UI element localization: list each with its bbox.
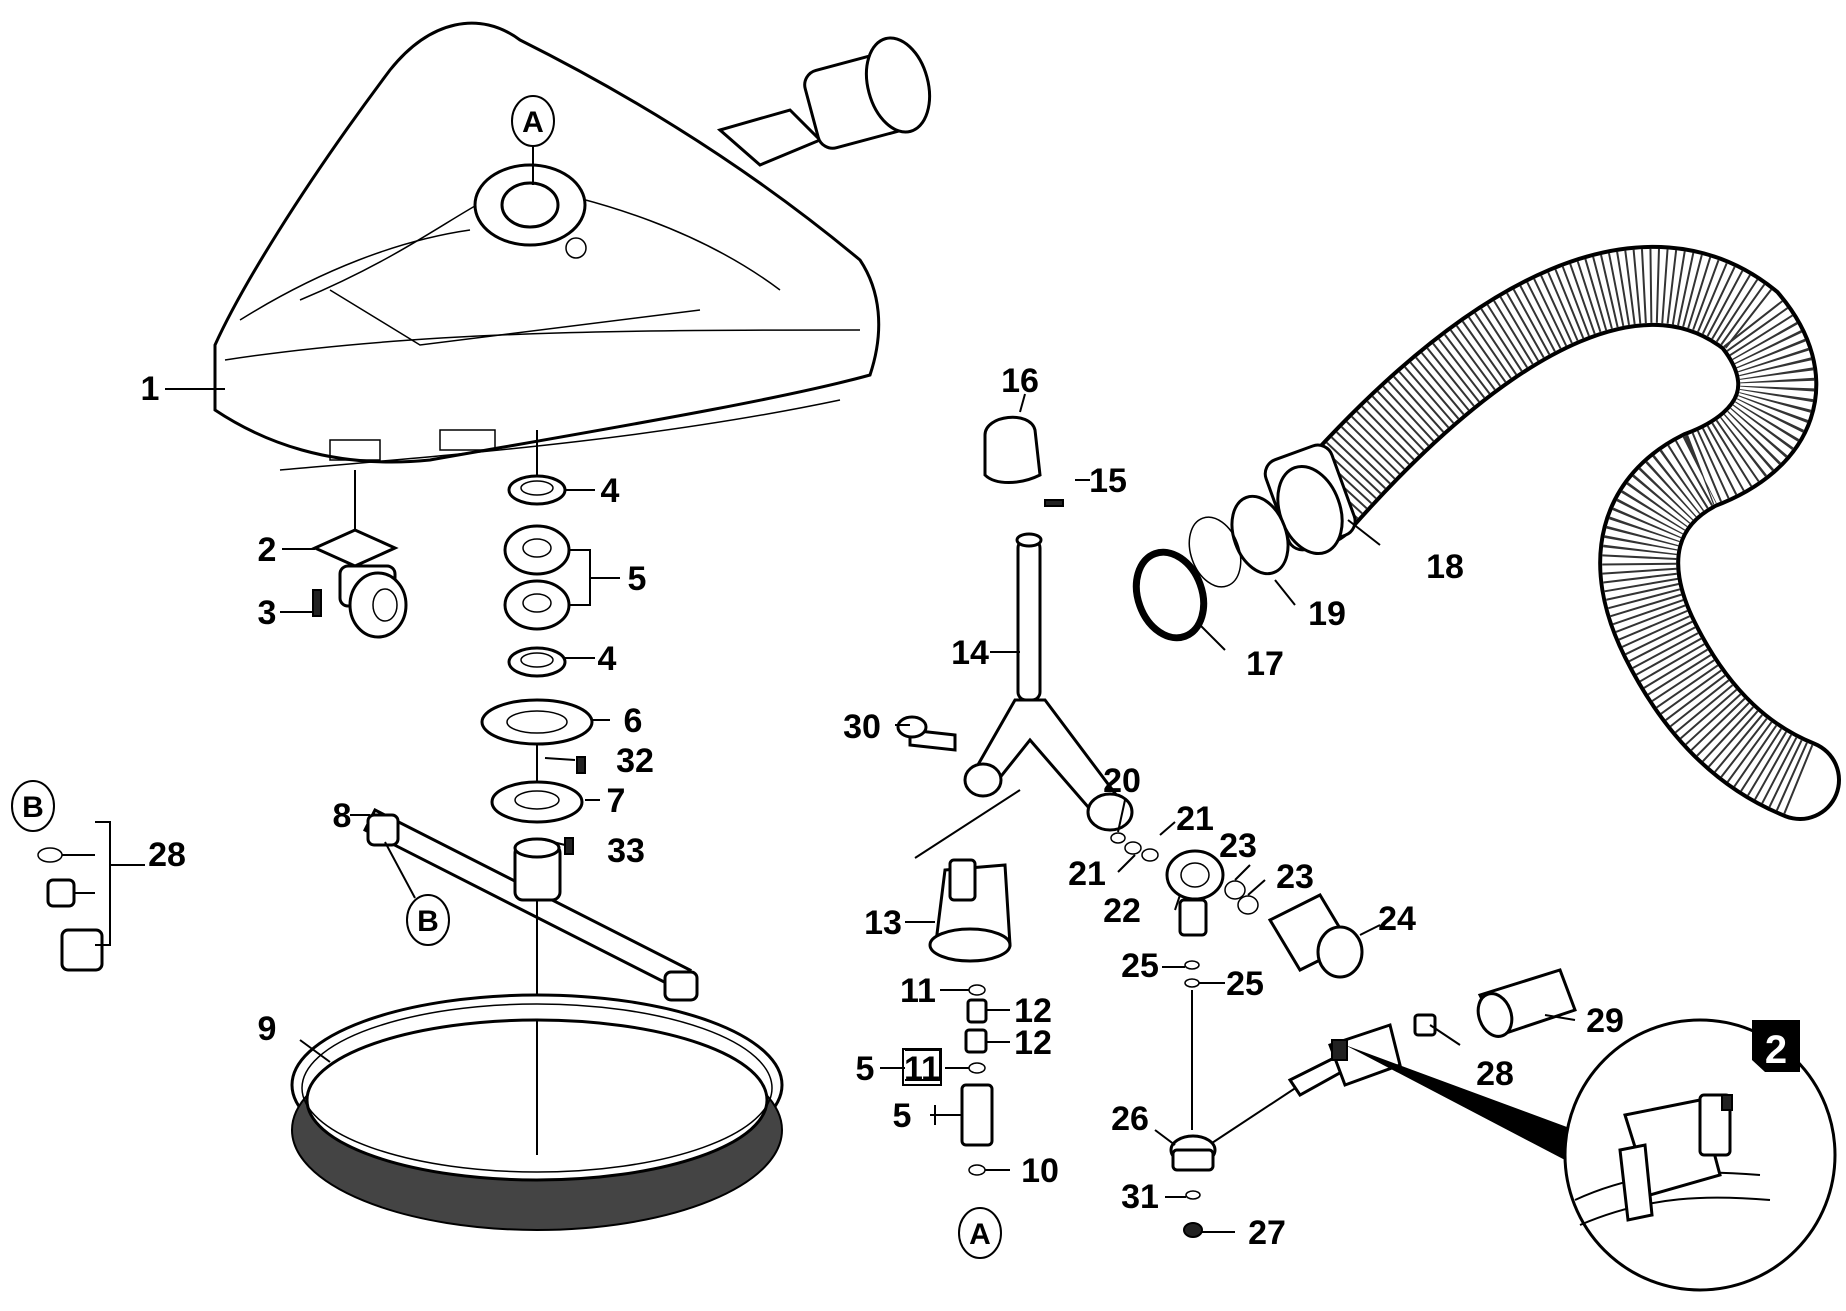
- label-23-upper: 23: [1219, 827, 1257, 865]
- label-24: 24: [1378, 900, 1416, 938]
- label-4-upper: 4: [601, 472, 620, 510]
- label-14: 14: [951, 634, 989, 672]
- spray-arm-part: [362, 807, 699, 1155]
- svg-text:B: B: [22, 791, 44, 824]
- ref-bubble-b-arm: B: [384, 841, 450, 946]
- label-5-box: 5: [856, 1050, 875, 1088]
- detail-view: [1345, 1018, 1837, 1292]
- label-20: 20: [1103, 762, 1141, 800]
- label-19: 19: [1308, 595, 1346, 633]
- label-30: 30: [843, 708, 881, 746]
- housing-part: [213, 21, 932, 471]
- label-7: 7: [607, 782, 626, 820]
- small-fittings: [960, 984, 994, 1176]
- label-8: 8: [333, 797, 352, 835]
- valve-housing-part: [914, 789, 1021, 963]
- label-6: 6: [624, 702, 643, 740]
- label-1: 1: [141, 370, 160, 408]
- nozzle-part: [1476, 968, 1577, 1038]
- label-2: 2: [258, 531, 277, 569]
- label-28-right: 28: [1476, 1055, 1514, 1093]
- brush-ring-part: [290, 993, 784, 1231]
- label-25-left: 25: [1121, 947, 1159, 985]
- label-5-cartridge: 5: [893, 1097, 912, 1135]
- label-15: 15: [1089, 462, 1127, 500]
- swivel-connector-part: [1169, 1013, 1437, 1238]
- label-33: 33: [607, 832, 645, 870]
- y-tube-part: [896, 415, 1134, 832]
- label-12-upper: 12: [1014, 992, 1052, 1030]
- label-27: 27: [1248, 1214, 1286, 1252]
- label-23-lower: 23: [1276, 858, 1314, 896]
- part-labels: 1 2 3 4 5 4 6 32 7 33 8 9 28 16 15 14 30…: [141, 362, 1624, 1252]
- label-25-right: 25: [1226, 965, 1264, 1003]
- label-5-bearings: 5: [628, 560, 647, 598]
- kit-b-parts: [37, 821, 145, 972]
- svg-text:A: A: [969, 1218, 991, 1251]
- label-29: 29: [1586, 1002, 1624, 1040]
- label-21-upper: 21: [1176, 800, 1214, 838]
- label-10: 10: [1021, 1152, 1059, 1190]
- castor-wheel-part: [311, 470, 408, 639]
- bearing-stack-part: [503, 430, 571, 678]
- label-22: 22: [1103, 892, 1141, 930]
- detail-badge: 2: [1752, 1020, 1800, 1072]
- label-28-left: 28: [148, 836, 186, 874]
- label-11-box: 11: [904, 1050, 940, 1088]
- label-3: 3: [258, 594, 277, 632]
- ref-bubble-a-bottom: A: [958, 1207, 1002, 1259]
- label-4-lower: 4: [598, 640, 617, 678]
- label-26: 26: [1111, 1100, 1149, 1138]
- svg-text:B: B: [417, 905, 439, 938]
- label-9: 9: [258, 1010, 277, 1048]
- label-12-lower: 12: [1014, 1024, 1052, 1062]
- label-16: 16: [1001, 362, 1039, 400]
- leader-lines: [165, 388, 1576, 1233]
- ref-bubble-a-top: A: [511, 95, 555, 185]
- label-11-upper: 11: [900, 972, 936, 1010]
- svg-text:A: A: [522, 106, 544, 139]
- hose-part: [1132, 244, 1841, 821]
- label-17: 17: [1246, 645, 1284, 683]
- label-13: 13: [864, 904, 902, 942]
- elbow-seal-parts: [1110, 832, 1364, 1130]
- detail-badge-text: 2: [1765, 1028, 1787, 1072]
- label-18: 18: [1426, 548, 1464, 586]
- label-32: 32: [616, 742, 654, 780]
- flange-part: [480, 698, 594, 855]
- label-31: 31: [1121, 1178, 1159, 1216]
- ref-bubble-b-left: B: [11, 780, 55, 832]
- label-21-lower: 21: [1068, 855, 1106, 893]
